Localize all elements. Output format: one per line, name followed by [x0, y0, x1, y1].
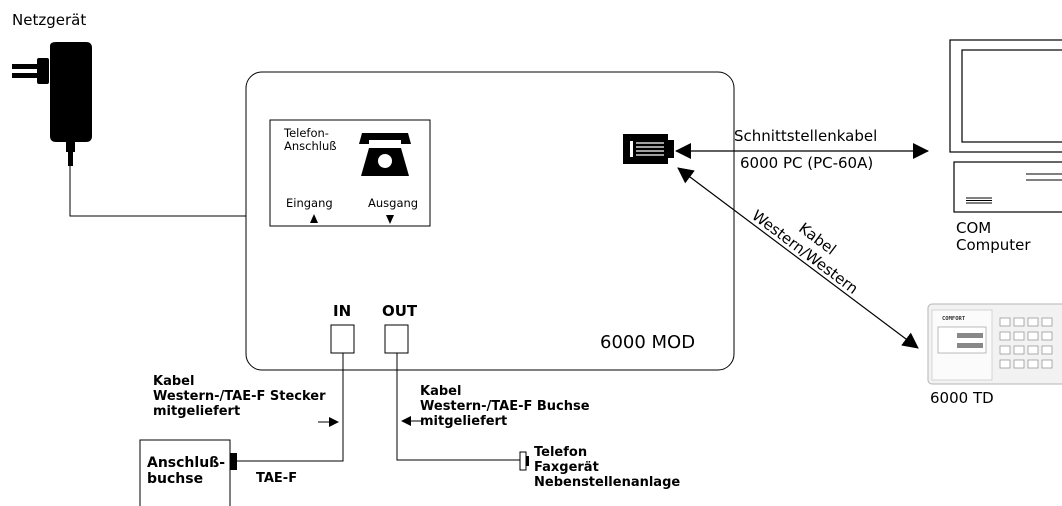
- in-cable: [236, 353, 344, 462]
- device-name: 6000 MOD: [600, 332, 696, 353]
- computer-label-line2: Computer: [956, 236, 1031, 255]
- wall-socket-line1: Anschluß-: [147, 455, 226, 471]
- out-cable: [396, 353, 520, 461]
- wall-socket-box: [139, 439, 231, 506]
- phone-devices-label: Telefon Faxgerät Nebenstellenanlage: [534, 445, 681, 491]
- computer-label-line1: COM: [956, 219, 992, 237]
- input-label: Eingang: [286, 196, 333, 210]
- cable-in-label: Kabel Western-/TAE-F Stecker mitgeliefer…: [153, 374, 326, 420]
- input-arrow: [310, 214, 318, 223]
- keypad-terminal-icon: [927, 303, 1062, 385]
- port-out-label: OUT: [382, 302, 418, 320]
- panel-title-line1: Telefon-: [284, 126, 329, 140]
- port-out-socket: [384, 324, 409, 354]
- panel-title-line2: Anschluß: [284, 139, 337, 154]
- port-in-socket: [330, 324, 355, 354]
- output-arrow: [386, 215, 394, 224]
- phone-devices-line2: Faxgerät: [534, 459, 599, 475]
- telephone-icon: [359, 133, 411, 176]
- cable-in-line1: Kabel: [153, 374, 195, 389]
- cable-in-line2: Western-/TAE-F Stecker: [153, 388, 326, 404]
- device-housing: [245, 71, 735, 371]
- power-cable: [69, 166, 246, 217]
- rj-socket-icon: [623, 134, 674, 164]
- serial-cable-label-2: 6000 PC (PC-60A): [740, 154, 874, 172]
- phone-plug-tip: [526, 456, 529, 466]
- terminal-label: 6000 TD: [930, 389, 994, 407]
- computer-icon: [949, 39, 1062, 213]
- phone-plug: [519, 451, 527, 471]
- phone-devices-line1: Telefon: [534, 445, 588, 460]
- wall-socket-label: Anschluß- buchse: [147, 455, 225, 487]
- cable-in-line3: mitgeliefert: [153, 403, 241, 419]
- terminal-brand: COMFORT: [942, 316, 966, 322]
- power-supply-label: Netzgerät: [12, 11, 87, 29]
- serial-cable-label-1: Schnittstellenkabel: [734, 127, 878, 145]
- telephone-panel-title: Telefon- Anschluß: [284, 126, 337, 154]
- cable-out-line1: Kabel: [420, 384, 462, 399]
- port-in-label: IN: [333, 302, 352, 320]
- output-label: Ausgang: [368, 196, 419, 210]
- tae-plug: [230, 453, 237, 470]
- western-cable-arrow: [677, 167, 919, 349]
- cable-out-line2: Western-/TAE-F Buchse: [420, 398, 590, 414]
- western-cable-label: Kabel Western/Western: [748, 206, 861, 297]
- tae-f-label: TAE-F: [256, 471, 298, 486]
- telephone-panel: [269, 119, 431, 227]
- cable-out-line3: mitgeliefert: [420, 413, 508, 429]
- cable-out-label: Kabel Western-/TAE-F Buchse mitgeliefert: [420, 384, 590, 430]
- phone-devices-line3: Nebenstellenanlage: [534, 474, 681, 490]
- power-adapter-icon: [12, 42, 92, 166]
- wall-socket-line2: buchse: [147, 471, 204, 488]
- computer-label: COM Computer: [956, 219, 1031, 255]
